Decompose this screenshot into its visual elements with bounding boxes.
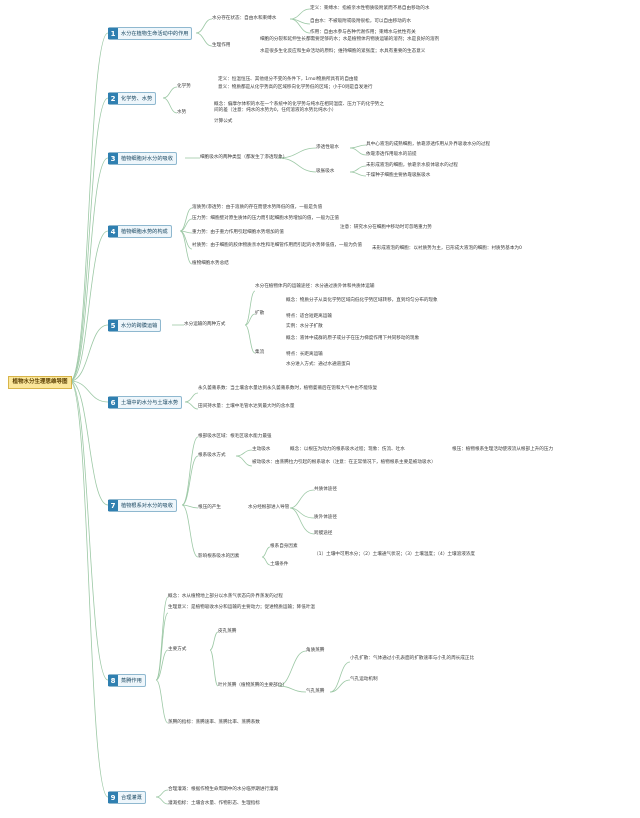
branch-4-number: 4 xyxy=(108,226,118,237)
b1-water-function: 作用：自由水参与各种代谢作用；束缚水与抗性有关 xyxy=(310,30,416,35)
b7-path-to-xylem: 水分经根部进入导管 xyxy=(248,505,290,510)
b4-summary[interactable]: 植物细胞水势总结 xyxy=(192,261,229,266)
b1-bound-water-def: 定义：束缚水：指被亲水性物质吸附紧而不易自由移动的水 xyxy=(310,6,430,11)
b3-imbibition-1: 未形成液泡的细胞，依靠亲水胶体吸水的过程 xyxy=(366,163,458,168)
b7-transmembrane-path: 跨膜途径 xyxy=(314,531,333,536)
b4-solute-potential: 溶质势/渗透势：由于溶质的存在而使水势降低的值，一般是负值 xyxy=(192,205,323,210)
b7-soil-conditions: 土壤条件 xyxy=(270,562,289,567)
b8-main-modes: 主要方式 xyxy=(168,647,187,652)
b4-matric-potential: 衬质势：由于细胞的胶体物质亲水性和毛细管作用而引起的水势降低值，一般为负值 xyxy=(192,243,362,248)
b1-free-water-def: 自由水：不被吸附或吸附很松，可以自由移动的水 xyxy=(310,19,412,24)
b3-osmotic-1: 具中心液泡的成熟细胞，依靠渗透作用从外界吸收水分的过程 xyxy=(366,142,491,147)
b3-imbibition: 吸胀吸水 xyxy=(316,169,335,174)
b1-role-detail-2: 水是很多生化反应和生命活动的原料；维持细胞的紧张度；水具有重要的生态意义 xyxy=(260,49,426,54)
branch-3-label: 植物细胞对水分的吸收 xyxy=(121,156,173,162)
b9-irrigation-indices: 灌溉指标：土壤含水量、作物形态、生理指标 xyxy=(168,801,260,806)
b2-water-potential-def: 概念：偏摩尔体积的水在一个系统中的化学势与纯水在相同温度、压力下的化学势之间的差… xyxy=(214,102,384,114)
b5-diffusion-def: 概念：物质分子从高化学势区域向低化学势区域转移，直到均匀分布的现象 xyxy=(286,298,438,303)
b9-irrigation: 合理灌溉：根据作物生命周期中的水分临界期进行灌溉 xyxy=(168,787,279,792)
branch-2-label: 化学势、水势 xyxy=(121,96,153,102)
b3-osmotic: 渗透性吸水 xyxy=(316,145,339,150)
b8-leaf-transpiration: 叶片蒸腾（植物蒸腾的主要部位） xyxy=(218,683,287,688)
b2-chem-meaning: 意义：物质都是从化学势高的区域移向化学势低的区域；小于0则是自发进行 xyxy=(218,85,373,90)
branch-9-number: 9 xyxy=(108,792,118,803)
b8-significance: 生理意义：是植物吸收水分和运输的主要动力；促进物质运输；降低叶温 xyxy=(168,605,316,610)
b6-wilting-coefficient: 永久萎蔫系数：当土壤含水量达到永久萎蔫系数时，植物萎蔫后在饱和大气中也不能恢复 xyxy=(198,386,378,391)
branch-7-label: 植物根系对水分的吸收 xyxy=(121,503,173,509)
branch-3-number: 3 xyxy=(108,153,118,164)
b7-passive-absorption: 被动吸水：由蒸腾拉力引起的根系吸水（注意：在正常情况下，植物根系主要是被动吸水） xyxy=(252,460,436,465)
b8-cuticular-transpiration: 角质蒸腾 xyxy=(306,648,325,653)
b4-gravity-note: 注意：研究水分在细胞中移动时可忽略重力势 xyxy=(340,225,432,230)
b4-matric-note: 未形成液泡的细胞：以衬质势为主，已形成大液泡的细胞：衬质势基本为0 xyxy=(372,246,522,251)
b8-transpiration-indices: 蒸腾的指标：蒸腾速率、蒸腾比率、蒸腾系数 xyxy=(168,720,260,725)
b5-transport-modes: 水分运输的两种方式 xyxy=(184,322,226,327)
branch-6-label: 土壤中的水分与土壤水势 xyxy=(121,400,179,406)
b7-influencing-factors: 影响根系吸水的因素 xyxy=(198,554,240,559)
b7-soil-factors-list: （1）土壤中可用水分；（2）土壤通气状况；（3）土壤温度；（4）土壤溶液浓度 xyxy=(314,552,475,557)
b1-role-detail-1: 细胞的分裂和延伸生长都需要足够的水；水是植物体内物质运输的溶剂；水是良好的溶剂 xyxy=(260,37,440,42)
b1-physiological-role: 生理作用 xyxy=(212,43,231,48)
branch-8-number: 8 xyxy=(108,675,118,686)
b3-osmotic-2: 依靠渗透作用吸水的前提 xyxy=(366,152,417,157)
b5-bulk-flow-def: 概念：液体中成群的原子或分子在压力梯度作用下共同移动的现象 xyxy=(286,336,420,341)
b7-apoplast-path: 质外体途径 xyxy=(314,515,337,520)
b7-active-absorption: 主动吸水 xyxy=(252,447,271,452)
b8-definition: 概念：水从植物地上部分以水蒸气状态向外界蒸发的过程 xyxy=(168,594,283,599)
branch-5-number: 5 xyxy=(108,320,118,331)
b5-diffusion-feature: 特点：适合短距离运输 xyxy=(286,314,332,319)
b5-pathway: 水分在植物体内的运输途径：水分通过质外体和共质体运输 xyxy=(255,284,375,289)
b7-root-pressure-origin: 根压的产生 xyxy=(198,505,221,510)
branch-5-label: 水分的跨膜运输 xyxy=(121,323,158,329)
b1-water-state: 水分存在状态：自由水和束缚水 xyxy=(212,16,277,21)
b2-chem-def: 定义：恒温恒压、其他组分不变的条件下，1mol物质所具有的自由能 xyxy=(218,77,359,82)
b4-pressure-potential: 压力势：细胞壁对原生质体的压力而引起细胞水势增加的值，一般为正值 xyxy=(192,216,340,221)
b7-absorption-modes: 根系吸水方式 xyxy=(198,453,226,458)
root-node[interactable]: 植物水分生理思维导图 xyxy=(8,376,72,389)
b7-absorption-zone: 根部吸水区域：根毛区吸水能力最强 xyxy=(198,434,272,439)
branch-4-label: 植物细胞水势的构成 xyxy=(121,229,168,235)
b8-small-pore-diffusion: 小孔扩散：气体通过小孔表面的扩散速率与小孔的周长成正比 xyxy=(350,656,475,661)
b7-root-factors: 根系自身因素 xyxy=(270,544,298,549)
b7-symplast-path: 共质体途径 xyxy=(314,487,337,492)
branch-9-label: 合理灌溉 xyxy=(121,795,142,801)
branch-2-number: 2 xyxy=(108,93,118,104)
b8-stomatal-transpiration: 气孔蒸腾 xyxy=(306,689,325,694)
b2-chemical-potential: 化学势 xyxy=(177,84,191,89)
b5-bulk-flow: 集流 xyxy=(255,350,265,355)
branch-7-number: 7 xyxy=(108,500,118,511)
branch-6-number: 6 xyxy=(108,397,118,408)
b6-field-capacity: 田间持水量：土壤中毛管水达到最大时的含水量 xyxy=(198,404,295,409)
b5-diffusion: 扩散 xyxy=(255,311,265,316)
b7-root-pressure-def: 根压：植物根系生理活动使液流从根部上升的压力 xyxy=(452,447,554,452)
b2-formula[interactable]: 计算公式 xyxy=(214,119,233,124)
b5-water-entry: 水分进入方式：通过水通道蛋白 xyxy=(286,362,351,367)
b4-gravity-potential: 重力势：由于重力作用引起细胞水势增加的值 xyxy=(192,230,284,235)
branch-1-number: 1 xyxy=(108,28,118,39)
branch-1-label: 水分在植物生命活动中的作用 xyxy=(121,31,189,37)
b8-stomatal-mechanism: 气孔运动机制 xyxy=(350,677,378,682)
b3-imbibition-2: 干燥种子细胞主要依靠吸胀吸水 xyxy=(366,173,431,178)
b3-absorption-types: 细胞吸水的两种类型（都发生了渗透现象） xyxy=(200,155,288,160)
b2-water-potential: 水势 xyxy=(177,110,187,115)
branch-8-label: 蒸腾作用 xyxy=(121,678,142,684)
b8-lenticel-transpiration: 皮孔蒸腾 xyxy=(218,629,237,634)
b5-bulk-flow-feature: 特点：长距离运输 xyxy=(286,352,323,357)
b5-diffusion-example: 实例：水分子扩散 xyxy=(286,324,323,329)
b7-active-def: 概念：以根压为动力的根系吸水过程；现象：伤流、吐水 xyxy=(290,447,405,452)
